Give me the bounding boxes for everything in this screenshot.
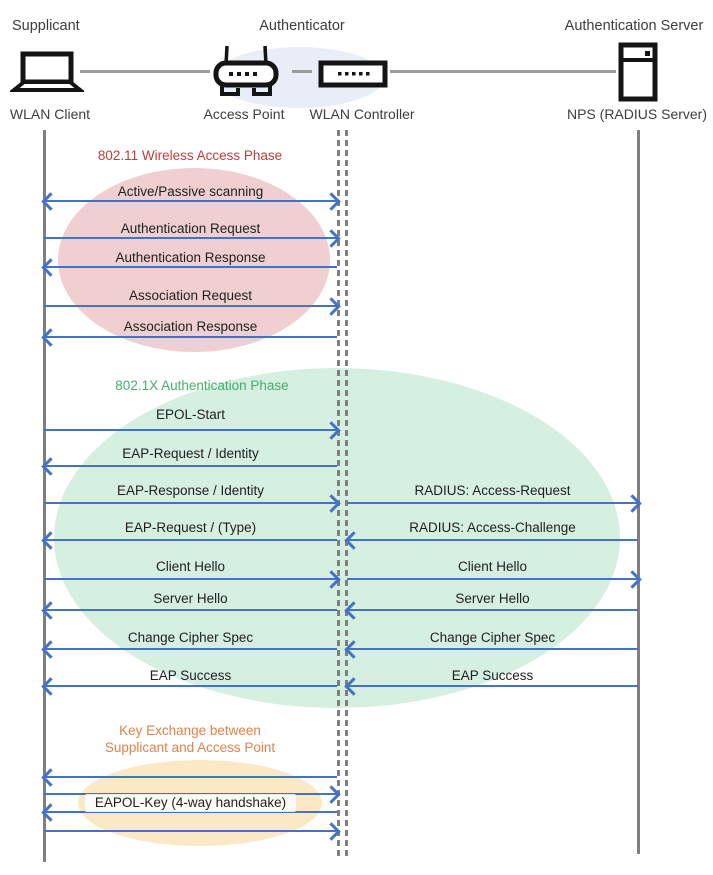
- message-label-text: Authentication Response: [115, 250, 266, 265]
- message-label: EAP Success: [44, 667, 337, 685]
- role-label-supplicant: Supplicant: [12, 18, 80, 34]
- message-label-text: EAPOL-Key (4-way handshake): [84, 794, 297, 812]
- node-label-wlan-client: WLAN Client: [9, 106, 91, 122]
- message-label-text: Change Cipher Spec: [429, 630, 556, 645]
- connector-ap-controller: [292, 70, 312, 73]
- message-arrow-right-segment: [347, 502, 638, 504]
- message-label-text: EAP-Request / Identity: [122, 446, 259, 461]
- node-label-access-point: Access Point: [203, 106, 285, 122]
- message-label: EAP-Request / (Type): [44, 519, 337, 537]
- message-label-text: Client Hello: [457, 559, 528, 574]
- message-label: Association Request: [44, 287, 337, 305]
- message-arrow: [44, 685, 337, 687]
- message-label-text: EPOL-Start: [155, 407, 226, 422]
- node-label-wlan-controller: WLAN Controller: [309, 106, 415, 122]
- message-label-right: Server Hello: [347, 590, 638, 608]
- message-label-text: Authentication Request: [120, 221, 261, 236]
- message-label: EPOL-Start: [44, 406, 337, 424]
- message-label-text: Client Hello: [155, 559, 226, 574]
- role-label-authentication-server: Authentication Server: [564, 18, 704, 34]
- message-label: Active/Passive scanning: [44, 183, 337, 201]
- connector-controller-server: [390, 70, 616, 73]
- message-label-text: Active/Passive scanning: [117, 184, 264, 199]
- lifeline-wlan-client: [43, 130, 46, 862]
- message-label-right: Change Cipher Spec: [347, 629, 638, 647]
- message-label-text: Change Cipher Spec: [127, 630, 254, 645]
- message-arrow: [44, 200, 337, 202]
- message-label-right: RADIUS: Access-Challenge: [347, 519, 638, 537]
- node-label-radius-server: NPS (RADIUS Server): [566, 106, 708, 122]
- message-label-text: EAP Success: [149, 668, 232, 683]
- server-icon: [618, 42, 658, 102]
- lifeline-radius-server: [637, 130, 640, 854]
- message-arrow-right-segment: [347, 685, 638, 687]
- message-label-right: Client Hello: [347, 558, 638, 576]
- message-label-text: Server Hello: [455, 591, 530, 606]
- message-arrow: [44, 502, 337, 504]
- message-label-text: EAP-Request / (Type): [124, 520, 257, 535]
- message-label: EAPOL-Key (4-way handshake): [44, 794, 337, 812]
- role-label-authenticator: Authenticator: [259, 18, 345, 34]
- message-label-text: EAP Success: [451, 668, 534, 683]
- message-arrow-right-segment: [347, 648, 638, 650]
- message-arrow: [44, 811, 337, 813]
- phase3-title: Key Exchange between Supplicant and Acce…: [104, 723, 276, 755]
- message-arrow: [44, 336, 337, 338]
- message-label: EAP-Request / Identity: [44, 445, 337, 463]
- phase1-title: 802.11 Wireless Access Phase: [97, 148, 283, 163]
- message-arrow-right-segment: [347, 578, 638, 580]
- message-arrow-right-segment: [347, 609, 638, 611]
- message-label-text: RADIUS: Access-Request: [414, 483, 571, 498]
- message-label: Authentication Response: [44, 249, 337, 267]
- message-arrow: [44, 305, 337, 307]
- lifeline-wlan-controller: [345, 130, 348, 857]
- connector-client-ap: [80, 70, 210, 73]
- message-label: Server Hello: [44, 590, 337, 608]
- message-arrow: [44, 609, 337, 611]
- access-point-icon: [213, 45, 279, 96]
- wlan-controller-icon: [318, 60, 388, 88]
- message-arrow: [44, 830, 337, 832]
- message-arrow: [44, 539, 337, 541]
- message-arrow: [44, 776, 337, 778]
- message-label: Authentication Request: [44, 220, 337, 238]
- message-label: Association Response: [44, 318, 337, 336]
- message-label-text: Association Response: [123, 319, 258, 334]
- message-label: EAP-Response / Identity: [44, 482, 337, 500]
- message-arrow: [44, 465, 337, 467]
- laptop-icon: [10, 51, 84, 92]
- message-arrow: [44, 648, 337, 650]
- phase1-ellipse: [58, 168, 330, 352]
- message-arrow: [44, 578, 337, 580]
- message-label: Change Cipher Spec: [44, 629, 337, 647]
- message-label-right: RADIUS: Access-Request: [347, 482, 638, 500]
- message-label-text: RADIUS: Access-Challenge: [409, 520, 576, 535]
- message-arrow: [44, 266, 337, 268]
- message-arrow: [44, 237, 337, 239]
- phase2-title: 802.1X Authentication Phase: [115, 378, 289, 393]
- message-label-text: EAP-Response / Identity: [116, 483, 265, 498]
- lifeline-access-point: [337, 130, 340, 857]
- message-label: Client Hello: [44, 558, 337, 576]
- message-label-text: Association Request: [128, 288, 253, 303]
- message-label-right: EAP Success: [347, 667, 638, 685]
- message-label-text: Server Hello: [153, 591, 228, 606]
- message-arrow-right-segment: [347, 539, 638, 541]
- message-arrow: [44, 429, 337, 431]
